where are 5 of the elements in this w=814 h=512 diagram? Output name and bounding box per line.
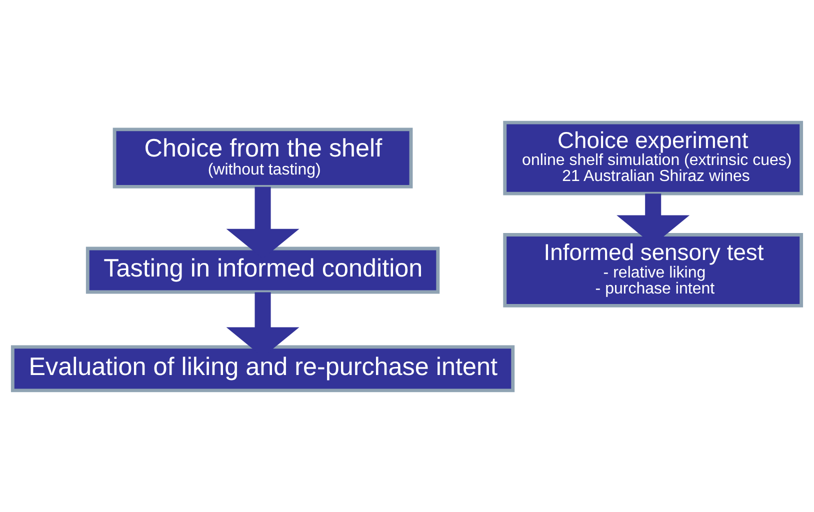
node-box: Informed sensory test - relative liking - purchase intent	[503, 232, 804, 307]
node-box: Tasting in informed condition	[86, 246, 440, 294]
node-box: Choice from the shelf (without tasting)	[112, 127, 413, 188]
node-box: Evaluation of liking and re-purchase intent	[10, 344, 515, 392]
node-box: Choice experiment online shelf simulation (extrinsic cues) 21 Australian Shiraz wines	[503, 120, 804, 195]
